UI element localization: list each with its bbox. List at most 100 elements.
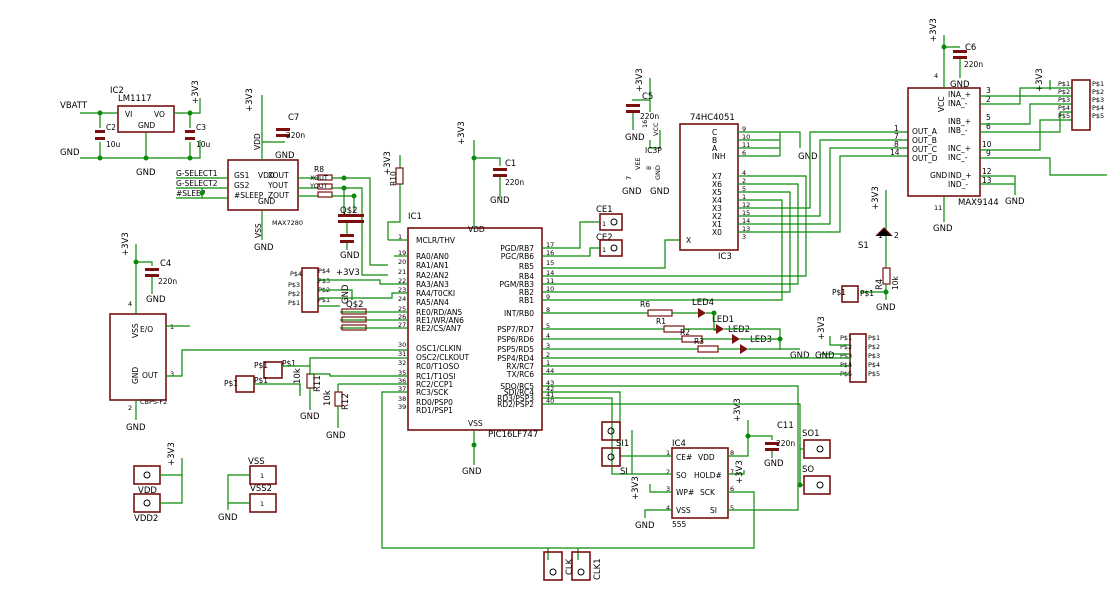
svg-text:IC3: IC3	[718, 252, 732, 262]
mcu-right-pin-num: 42	[546, 385, 554, 393]
power-headers: VDD VDD2 +3V3 VSS VSS2 1 1 GND	[133, 442, 277, 524]
svg-text:IC3P: IC3P	[645, 146, 662, 155]
svg-text:VSS: VSS	[131, 323, 140, 338]
svg-text:VDD2: VDD2	[134, 514, 158, 524]
svg-text:INC_-: INC_-	[948, 153, 968, 162]
mcu-left-pin-num: 35	[398, 369, 406, 377]
svg-text:GND: GND	[341, 284, 351, 304]
mux-pin-num: 5	[742, 185, 746, 193]
svg-text:GND: GND	[622, 187, 642, 197]
svg-text:P$4: P$4	[840, 361, 852, 369]
svg-text:C4: C4	[160, 259, 171, 269]
mcu-left-pin: MCLR/THV	[416, 236, 456, 245]
svg-text:7: 7	[894, 132, 899, 141]
svg-text:P$4: P$4	[1058, 104, 1070, 112]
svg-text:+3V3: +3V3	[336, 268, 360, 278]
svg-text:VDD: VDD	[698, 453, 715, 462]
svg-text:YOUT: YOUT	[267, 181, 289, 190]
svg-text:P$5: P$5	[868, 370, 880, 378]
svg-text:S1: S1	[858, 241, 869, 251]
svg-text:3: 3	[986, 86, 991, 95]
svg-text:1: 1	[602, 246, 606, 254]
mux-pin-num: 1	[742, 193, 746, 201]
mux-pin: INH	[712, 152, 725, 161]
mcu-left-pin-num: 25	[398, 305, 406, 313]
svg-text:+3V3: +3V3	[191, 80, 201, 104]
svg-text:OUT_A: OUT_A	[912, 127, 938, 136]
jumper-right: P$1 P$2 P$3 P$4 P$5 P$1 P$2 P$3 P$4 P$5 …	[542, 316, 880, 383]
mcu-left-pin-num: 30	[398, 341, 406, 349]
svg-text:SI1: SI1	[616, 439, 629, 449]
svg-text:+3V3: +3V3	[383, 151, 393, 175]
svg-text:GND: GND	[340, 251, 360, 261]
mcu-right-pin-num: 4	[546, 332, 550, 340]
mcu-right-pin-num: 43	[546, 379, 554, 387]
svg-text:IND_+: IND_+	[948, 171, 972, 180]
svg-text:2: 2	[128, 404, 132, 412]
svg-text:INA_+: INA_+	[948, 90, 971, 99]
svg-text:10u: 10u	[196, 140, 211, 149]
mux-pin-num: 9	[742, 125, 746, 133]
mux-pin: C	[712, 128, 717, 137]
svg-text:P$3: P$3	[318, 277, 330, 285]
svg-text:E/O: E/O	[140, 325, 153, 334]
svg-text:OUT_D: OUT_D	[912, 154, 938, 163]
svg-text:1: 1	[666, 449, 670, 457]
svg-text:P$5: P$5	[1092, 112, 1104, 120]
svg-text:GND: GND	[815, 351, 835, 361]
svg-text:P$1: P$1	[254, 361, 268, 370]
svg-text:P$1: P$1	[254, 376, 268, 385]
svg-text:P$4: P$4	[318, 267, 330, 275]
mux-pin: X	[686, 236, 691, 245]
svg-text:CLK: CLK	[565, 558, 575, 575]
svg-text:VEE: VEE	[634, 157, 642, 170]
svg-text:10u: 10u	[106, 140, 121, 149]
mcu-left-pin-num: 21	[398, 268, 406, 276]
svg-text:G-SELECT1: G-SELECT1	[176, 169, 218, 178]
svg-text:10k: 10k	[323, 390, 333, 406]
svg-text:CE1: CE1	[596, 205, 613, 215]
svg-text:GND: GND	[650, 187, 670, 197]
mcu-right-pin: PSP5/RD5	[497, 345, 534, 354]
flash-ic4: IC4 CE# SO WP# VSS VDD HOLD# SCK SI 555 …	[381, 385, 801, 560]
mux-pin: X1	[712, 220, 722, 229]
svg-text:1: 1	[260, 500, 264, 508]
mcu-left-pin-num: 26	[398, 313, 406, 321]
svg-text:R6: R6	[640, 300, 650, 309]
mux-pin: X7	[712, 172, 722, 181]
svg-text:SI: SI	[710, 506, 717, 515]
mcu-left-pin-num: 31	[398, 350, 406, 358]
svg-text:CBPS-F2: CBPS-F2	[140, 398, 167, 406]
accelerometer-max7280: GS1 GS2 #SLEEP XOUT YOUT ZOUT VDD GND MA…	[176, 88, 388, 276]
svg-text:16: 16	[641, 120, 649, 128]
svg-text:OUT_B: OUT_B	[912, 136, 937, 145]
mcu-left-pin: OSC2/CLKOUT	[416, 353, 470, 362]
mux-pin-num: 3	[742, 233, 746, 241]
svg-text:P$1: P$1	[282, 359, 296, 368]
svg-text:CLK1: CLK1	[593, 558, 603, 580]
mcu-right-pin: RD2/PSP2	[497, 400, 534, 409]
svg-text:P$2: P$2	[288, 290, 300, 298]
mcu-left-pin-num: 23	[398, 286, 406, 294]
svg-text:P$1: P$1	[832, 288, 846, 297]
svg-text:8: 8	[730, 449, 734, 457]
svg-text:VSS: VSS	[676, 506, 691, 515]
svg-text:R11: R11	[313, 375, 323, 392]
svg-text:P$1: P$1	[224, 379, 238, 388]
mcu-right-pin-num: 8	[546, 306, 550, 314]
mcu-left-pin-num: 37	[398, 385, 406, 393]
mcu-right-pin-num: 3	[546, 342, 550, 350]
svg-text:GND: GND	[254, 243, 274, 253]
svg-text:P$1: P$1	[840, 334, 852, 342]
svg-text:VSS: VSS	[248, 457, 265, 467]
svg-text:CE#: CE#	[676, 453, 692, 462]
svg-text:+3V3: +3V3	[457, 121, 467, 145]
mcu-right-pin-num: 16	[546, 249, 554, 257]
mcu-left-pin: RE0/RD/AN5	[416, 308, 463, 317]
switch-s1: +3V3 S1 1 2 R4 10k GND P$1 P$1	[832, 186, 900, 313]
svg-text:P$3: P$3	[1058, 96, 1070, 104]
svg-text:R4: R4	[875, 279, 885, 290]
svg-text:GND: GND	[258, 197, 275, 206]
jumper-left: P$4 P$3 P$2 P$1 P$4 P$3 P$2 P$1 +3V3 GND…	[288, 267, 408, 331]
svg-text:C5: C5	[642, 92, 653, 102]
